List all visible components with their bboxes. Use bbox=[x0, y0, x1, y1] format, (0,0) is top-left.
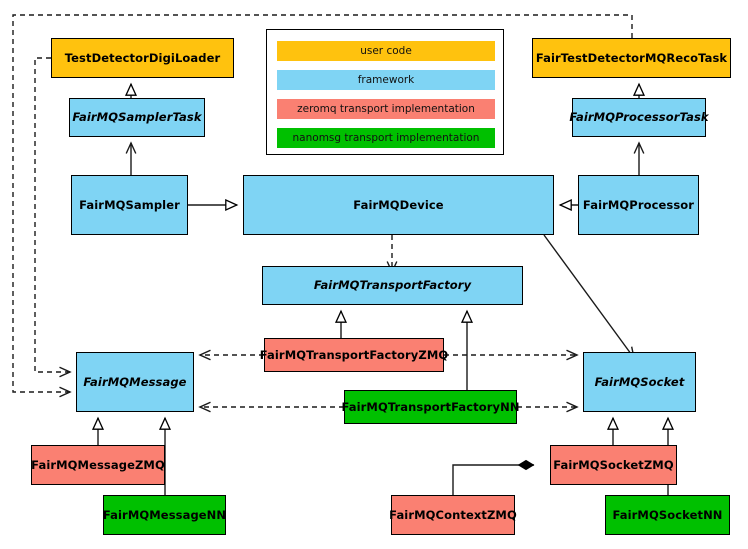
edge-recotask-to-message bbox=[12, 14, 633, 392]
legend-item-framework: framework bbox=[277, 70, 495, 90]
class-node-fairmq-message-zmq[interactable]: FairMQMessageZMQ bbox=[31, 445, 165, 485]
class-node-fairmq-transport-factory-nn[interactable]: FairMQTransportFactoryNN bbox=[341, 390, 519, 424]
class-node-fairmq-socket-zmq[interactable]: FairMQSocketZMQ bbox=[550, 445, 677, 485]
class-node-test-detector-digi-loader[interactable]: TestDetectorDigiLoader bbox=[51, 38, 234, 78]
class-node-fairmq-transport-factory[interactable]: FairMQTransportFactory bbox=[262, 266, 523, 305]
class-node-fairmq-transport-factory-zmq[interactable]: FairMQTransportFactoryZMQ bbox=[260, 338, 448, 372]
class-node-fairmq-device[interactable]: FairMQDevice bbox=[243, 175, 554, 235]
class-node-fairmq-processor[interactable]: FairMQProcessor bbox=[578, 175, 699, 235]
class-node-fair-test-detector-mq-reco-task[interactable]: FairTestDetectorMQRecoTask bbox=[532, 38, 731, 78]
class-node-fairmq-socket-nn[interactable]: FairMQSocketNN bbox=[605, 495, 730, 535]
class-node-fairmq-message[interactable]: FairMQMessage bbox=[76, 352, 194, 412]
legend-item-zeromq: zeromq transport implementation bbox=[277, 99, 495, 119]
class-node-fairmq-socket[interactable]: FairMQSocket bbox=[583, 352, 696, 412]
class-node-fairmq-processor-task[interactable]: FairMQProcessorTask bbox=[569, 98, 709, 137]
legend-item-nanomsg: nanomsg transport implementation bbox=[277, 128, 495, 148]
legend-panel: user code framework zeromq transport imp… bbox=[266, 29, 504, 155]
class-node-fairmq-message-nn[interactable]: FairMQMessageNN bbox=[103, 495, 226, 535]
class-node-fairmq-sampler-task[interactable]: FairMQSamplerTask bbox=[69, 98, 205, 137]
legend-item-user-code: user code bbox=[277, 41, 495, 61]
class-node-fairmq-sampler[interactable]: FairMQSampler bbox=[71, 175, 188, 235]
edge-digiloader-to-message bbox=[34, 57, 70, 372]
edge-contextzmq-to-socketzmq bbox=[452, 459, 535, 495]
edge-device-to-socket bbox=[543, 234, 634, 358]
class-node-fairmq-context-zmq[interactable]: FairMQContextZMQ bbox=[389, 495, 517, 535]
